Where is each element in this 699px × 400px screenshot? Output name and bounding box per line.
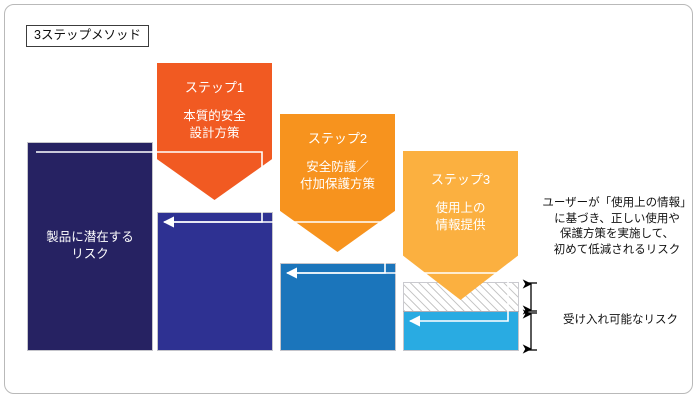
risk-bar-initial-risk: 製品に潜在する リスク: [28, 143, 152, 350]
risk-bar-after-step2: [281, 264, 395, 350]
step-arrow-title-step3: ステップ3: [430, 172, 491, 187]
step-arrow-title-step1: ステップ1: [184, 80, 245, 95]
note-acceptable-risk: 受け入れ可能なリスク: [563, 314, 678, 326]
step-arrow-body-step2: 安全防護／ 付加保護方策: [299, 160, 375, 191]
diagram-title: 3ステップメソッド: [26, 25, 149, 47]
risk-bar-after-step1: [158, 213, 272, 350]
step-arrow-title-step2: ステップ2: [307, 131, 368, 146]
note-residual-risk: ユーザーが「使用上の情報」 に基づき、正しい使用や 保護方策を実施して、 初めて…: [542, 197, 692, 256]
risk-bar-label-initial-risk: 製品に潜在する リスク: [46, 230, 134, 261]
step-arrow-body-step3: 使用上の 情報提供: [435, 201, 486, 232]
risk-bar-acceptable-risk: [404, 312, 518, 350]
step-arrow-body-step1: 本質的安全 設計方策: [183, 109, 246, 140]
